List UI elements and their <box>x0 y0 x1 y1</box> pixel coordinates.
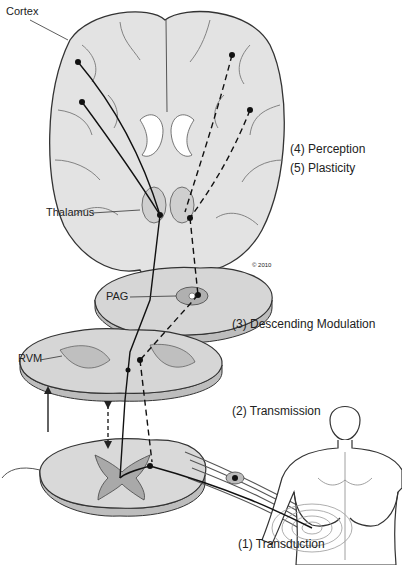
part-label: Thalamus <box>46 206 94 218</box>
leader-lines <box>30 20 176 360</box>
medulla-slice <box>20 329 222 401</box>
part-label: Cortex <box>6 5 38 17</box>
part-label: PAG <box>106 290 128 302</box>
part-label: © 2010 <box>252 262 271 269</box>
part-label: RVM <box>18 352 42 364</box>
ascending-pathway <box>78 62 312 528</box>
brain-section <box>50 12 285 288</box>
modulation-arrows <box>48 390 108 445</box>
descending-pathway <box>140 55 250 462</box>
part-label: (3) Descending Modulation <box>232 318 375 331</box>
part-label: (1) Transduction <box>238 538 325 551</box>
part-label: (4) Perception <box>290 143 365 156</box>
neuron-dots <box>75 52 253 481</box>
part-label: (2) Transmission <box>232 405 321 418</box>
part-label: (5) Plasticity <box>290 162 355 175</box>
